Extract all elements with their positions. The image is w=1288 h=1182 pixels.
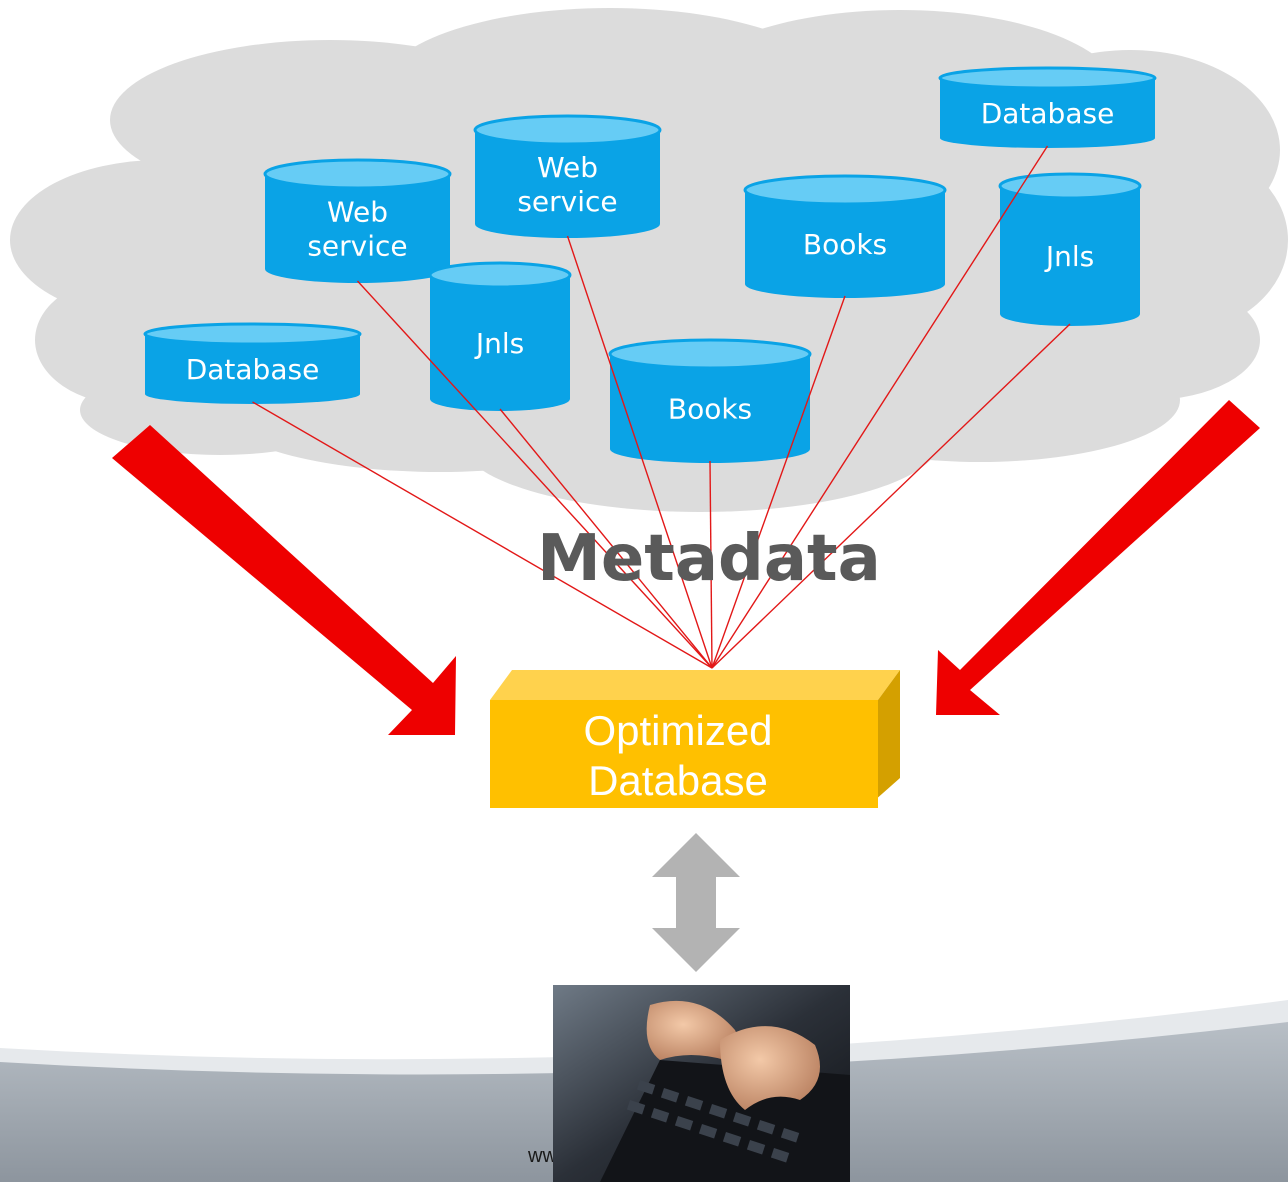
connector-line [709, 460, 713, 669]
cylinder-books-2: Books [608, 338, 812, 463]
cylinder-label: service [307, 230, 407, 263]
connector-line [252, 401, 713, 669]
cylinder-books-1: Books [743, 174, 947, 298]
connector-line [566, 235, 713, 669]
keyboard-typing-photo [553, 985, 850, 1182]
cylinder-db-top: Database [938, 66, 1157, 148]
metadata-label: Metadata [537, 522, 881, 596]
connector-line [711, 295, 846, 669]
cylinder-label: Jnls [474, 327, 524, 360]
optimized-db-line1: Optimized [583, 707, 772, 754]
cylinder-db-left: Database [143, 322, 362, 404]
cylinder-label: Web [327, 196, 388, 229]
cylinder-label: service [517, 185, 617, 218]
cylinder-label: Jnls [1044, 240, 1094, 273]
left-big-arrow [112, 425, 456, 735]
connector-line [711, 145, 1049, 669]
double-arrow-icon [652, 833, 740, 972]
connector-line [499, 408, 713, 669]
optimized-db-line2: Database [588, 757, 768, 804]
cylinder-jnls-2: Jnls [998, 172, 1142, 326]
cylinder-label: Web [537, 151, 598, 184]
cylinder-label: Database [186, 353, 320, 386]
connector-lines [252, 145, 1071, 669]
footer-url: ww [527, 1145, 557, 1167]
cylinder-label: Books [668, 393, 752, 426]
cylinder-label: Books [803, 228, 887, 261]
connector-line [356, 280, 713, 669]
cylinder-label: Database [981, 97, 1115, 130]
optimized-database-box: Optimized Database [490, 670, 900, 808]
connector-line [711, 323, 1071, 669]
right-big-arrow [936, 400, 1260, 715]
cylinder-jnls-1: Jnls [428, 261, 572, 411]
